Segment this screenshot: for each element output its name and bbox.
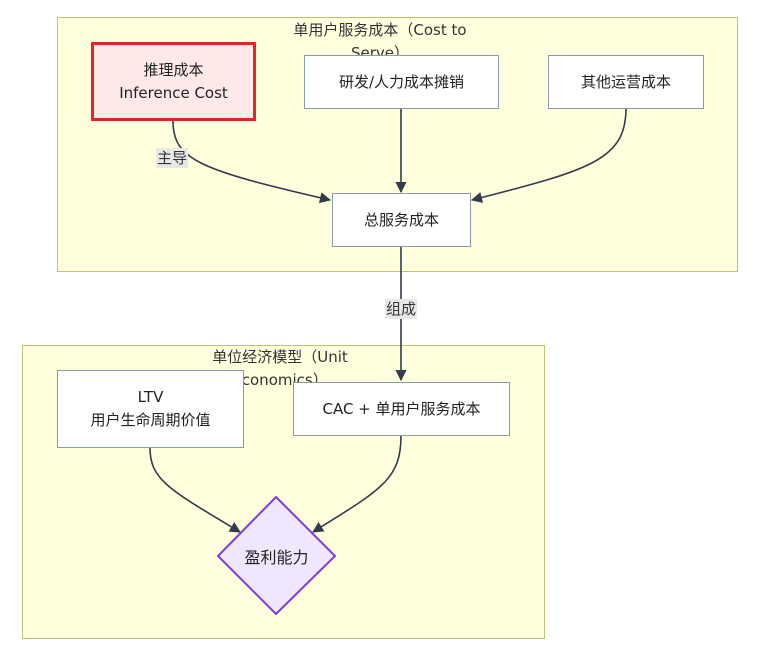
node-inference-cost-line2: Inference Cost (119, 83, 228, 102)
node-inference-cost[interactable]: 推理成本 Inference Cost (91, 42, 256, 121)
node-total-service-cost[interactable]: 总服务成本 (332, 193, 471, 247)
edge-label-dominant: 主导 (156, 148, 189, 168)
node-profitability-label: 盈利能力 (244, 548, 309, 567)
node-rd-amortization-label: 研发/人力成本摊销 (338, 72, 465, 91)
node-profitability[interactable]: 盈利能力 (218, 544, 335, 568)
node-ltv[interactable]: LTV 用户生命周期价值 (57, 370, 244, 448)
node-cac-plus-cost-label: CAC + 单用户服务成本 (322, 399, 481, 418)
node-other-ops-cost-label: 其他运营成本 (580, 72, 671, 91)
cluster-title-line1: 单用户服务成本（Cost to (293, 21, 467, 39)
node-total-service-cost-label: 总服务成本 (363, 210, 439, 229)
node-ltv-line2: 用户生命周期价值 (90, 411, 211, 429)
node-rd-amortization[interactable]: 研发/人力成本摊销 (304, 55, 499, 109)
node-cac-plus-cost[interactable]: CAC + 单用户服务成本 (293, 382, 510, 436)
edge-label-composition: 组成 (385, 299, 418, 319)
node-other-ops-cost[interactable]: 其他运营成本 (548, 55, 704, 109)
cluster-title-line1: 单位经济模型（Unit (212, 348, 348, 366)
node-ltv-line1: LTV (137, 388, 164, 406)
node-inference-cost-line1: 推理成本 (143, 60, 204, 79)
